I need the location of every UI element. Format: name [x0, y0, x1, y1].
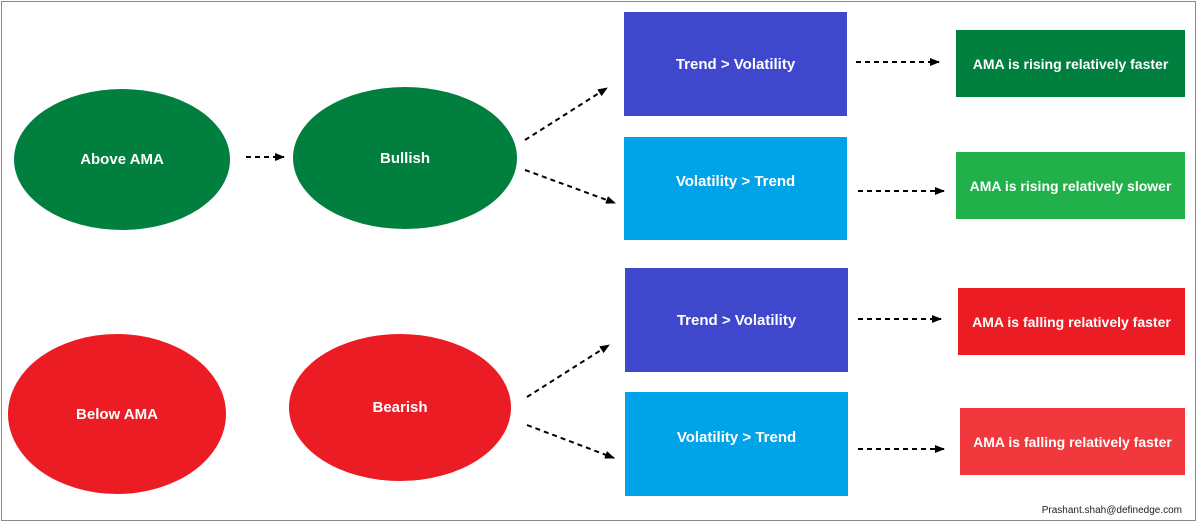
arrow-bullish-to-trend: [524, 87, 608, 141]
outcome-rising-faster-box: AMA is rising relatively faster: [956, 30, 1185, 97]
bear-volatility-gt-trend-box: Volatility > Trend: [625, 392, 848, 496]
bearish-node: Bearish: [289, 334, 511, 481]
above-ama-node: Above AMA: [14, 89, 230, 230]
below-ama-node: Below AMA: [8, 334, 226, 494]
outcome-rising-slower-box: AMA is rising relatively slower: [956, 152, 1185, 219]
bull-trend-gt-volatility-box: Trend > Volatility: [624, 12, 847, 116]
arrow-bullish-to-volatility: [524, 169, 616, 204]
arrow-bearish-to-volatility: [526, 424, 615, 459]
author-email: Prashant.shah@definedge.com: [1041, 505, 1182, 516]
outcome-falling-faster-box-2: AMA is falling relatively faster: [960, 408, 1185, 475]
bear-trend-gt-volatility-box: Trend > Volatility: [625, 268, 848, 372]
arrow-bearish-to-trend: [526, 344, 610, 398]
outcome-falling-faster-box-1: AMA is falling relatively faster: [958, 288, 1185, 355]
bull-volatility-gt-trend-box: Volatility > Trend: [624, 137, 847, 240]
bullish-node: Bullish: [293, 87, 517, 229]
